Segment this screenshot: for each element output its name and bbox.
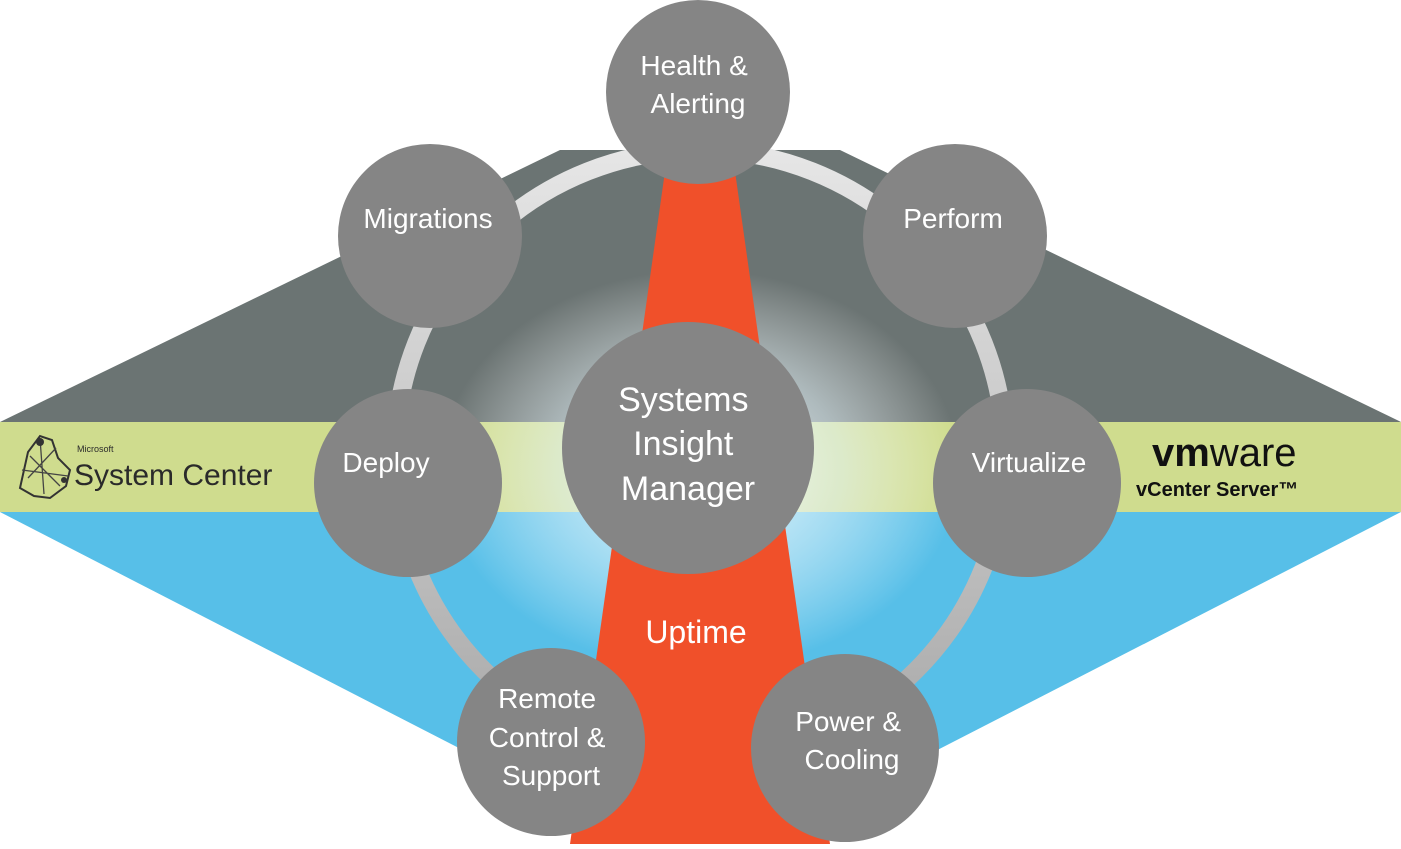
node-virtualize[interactable]: Virtualize — [933, 389, 1121, 577]
vmware-vcenter-logo: vmware vCenter Server™ — [1136, 431, 1298, 501]
vcenter-server-wordmark: vCenter Server™ — [1136, 479, 1298, 501]
node-remote-control-support[interactable]: Remote Control & Support — [457, 648, 645, 836]
node-health-alerting-label: Health & Alerting — [640, 50, 755, 119]
node-deploy-label: Deploy — [342, 447, 429, 478]
node-perform-label: Perform — [903, 203, 1003, 234]
node-migrations[interactable]: Migrations — [338, 144, 522, 328]
center-label: Systems Insight Manager — [618, 381, 758, 508]
node-remote-control-support-label: Remote Control & Support — [489, 683, 614, 791]
node-virtualize-label: Virtualize — [972, 447, 1087, 478]
node-deploy[interactable]: Deploy — [314, 389, 502, 577]
system-center-emblem-icon — [18, 434, 72, 500]
node-power-cooling[interactable]: Power & Cooling — [751, 654, 939, 842]
vmware-wordmark: vmware — [1152, 431, 1297, 475]
uptime-label: Uptime — [645, 614, 746, 650]
microsoft-wordmark: Microsoft — [77, 444, 114, 454]
node-perform[interactable]: Perform — [863, 144, 1047, 328]
node-power-cooling-label: Power & Cooling — [795, 706, 909, 775]
node-health-alerting[interactable]: Health & Alerting — [606, 0, 790, 184]
center-circle[interactable] — [562, 322, 814, 574]
node-migrations-label: Migrations — [363, 203, 492, 234]
system-center-wordmark: System Center — [74, 459, 272, 492]
microsoft-system-center-logo: Microsoft System Center — [18, 434, 272, 500]
